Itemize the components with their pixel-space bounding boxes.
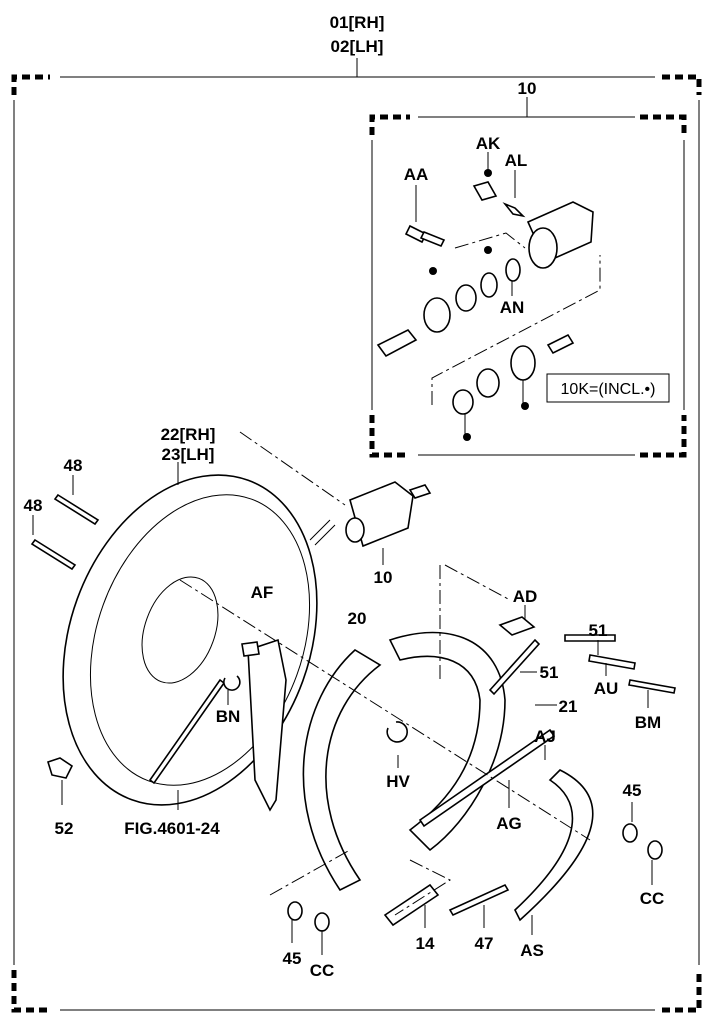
label-hv: HV [386,772,410,791]
label-52: 52 [55,819,74,838]
kit-note: 10K=(INCL.•) [561,381,656,398]
inset-frame [369,97,687,458]
label-fig-ref: FIG.4601-24 [124,819,220,838]
label-14: 14 [416,934,435,953]
label-48-a: 48 [64,456,83,475]
assembly-label-rh: 01[RH] [330,13,385,32]
kit-note-box: 10K=(INCL.•) [546,373,670,403]
label-ag: AG [496,814,522,833]
brake-shoes [179,564,676,955]
label-22-rh: 22[RH] [161,425,216,444]
label-bn: BN [216,707,241,726]
label-45-a: 45 [623,781,642,800]
label-ak: AK [476,134,501,153]
label-cc-a: CC [640,889,665,908]
label-51-a: 51 [589,621,608,640]
label-23-lh: 23[LH] [162,445,215,464]
label-aj: AJ [534,727,556,746]
label-au: AU [594,679,619,698]
label-an: AN [500,298,525,317]
inset-label-10: 10 [518,79,537,98]
wheel-cylinder [239,431,432,565]
label-al: AL [505,151,528,170]
label-as: AS [520,941,544,960]
label-bm: BM [635,713,661,732]
label-48-b: 48 [24,496,43,515]
label-aa: AA [404,165,429,184]
outer-frame [11,58,702,1013]
label-10: 10 [374,568,393,587]
label-cc-b: CC [310,961,335,980]
label-51-b: 51 [540,663,559,682]
label-ad: AD [513,587,538,606]
label-45-b: 45 [283,949,302,968]
label-af: AF [251,583,274,602]
label-21: 21 [559,697,578,716]
assembly-label-lh: 02[LH] [331,37,384,56]
wheel-cylinder-exploded [376,152,601,441]
label-47: 47 [475,934,494,953]
label-20: 20 [348,609,367,628]
